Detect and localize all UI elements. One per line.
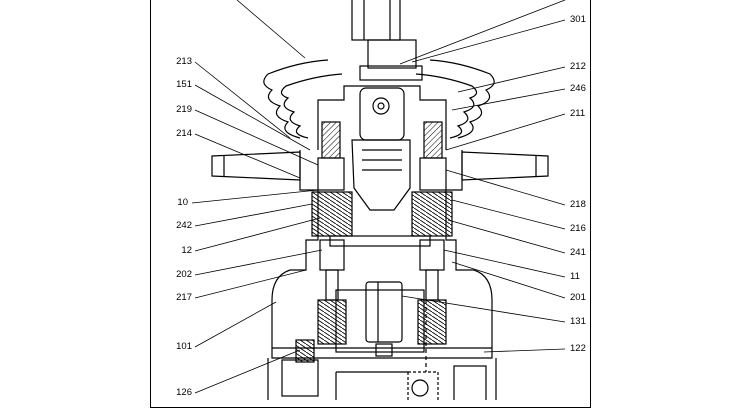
callout-11: 11 <box>570 271 580 282</box>
callout-126: 126 <box>176 387 192 398</box>
callout-301: 301 <box>570 14 586 25</box>
callout-219: 219 <box>176 104 192 115</box>
control-shaft <box>351 0 423 81</box>
callout-218: 218 <box>570 199 586 210</box>
callout-151: 151 <box>176 79 192 90</box>
leader-lines <box>191 0 566 394</box>
callout-122: 122 <box>570 343 586 354</box>
callout-212: 212 <box>570 61 586 72</box>
left-pusher-assembly <box>311 121 353 345</box>
callout-211: 211 <box>570 108 586 119</box>
callout-246: 246 <box>570 83 586 94</box>
lower-port-block <box>267 300 497 400</box>
callout-216: 216 <box>570 223 586 234</box>
callout-217: 217 <box>176 292 192 303</box>
callout-214: 214 <box>176 128 192 139</box>
callout-241: 241 <box>570 247 586 258</box>
rubber-boot <box>263 59 495 139</box>
drawing-lines <box>211 0 549 400</box>
mounting-flanges <box>211 151 549 181</box>
callout-213: 213 <box>176 56 192 67</box>
callout-242: 242 <box>176 220 192 231</box>
callout-201: 201 <box>570 292 586 303</box>
center-spool <box>365 281 403 357</box>
callout-202: 202 <box>176 269 192 280</box>
callout-10: 10 <box>177 197 188 208</box>
callout-131: 131 <box>570 316 586 327</box>
callout-12: 12 <box>181 245 192 256</box>
upper-housing <box>317 85 447 211</box>
right-pusher-assembly <box>411 121 453 345</box>
main-body <box>271 150 493 359</box>
callout-101: 101 <box>176 341 192 352</box>
